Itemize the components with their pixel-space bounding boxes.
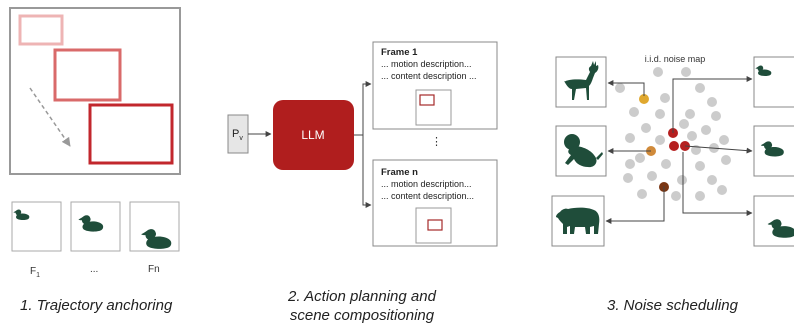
frame-1-content: ... content description ... (381, 71, 477, 81)
noise-dot (655, 109, 665, 119)
noise-dot (615, 83, 625, 93)
noise-dot (681, 67, 691, 77)
noise-dot (661, 159, 671, 169)
anchor-box-2 (53, 48, 122, 102)
frame-1-bbox (419, 94, 435, 106)
noise-dot (653, 67, 663, 77)
noise-dot (711, 111, 721, 121)
deer-icon (564, 61, 599, 100)
noise-dot (635, 153, 645, 163)
noise-dot (671, 191, 681, 201)
noise-dot (647, 171, 657, 181)
llm-branch-line-n (362, 135, 372, 208)
llm-block (273, 100, 354, 170)
noise-dot (695, 83, 705, 93)
frame-n-content: ... content description... (381, 191, 474, 201)
noise-dot (625, 159, 635, 169)
llm-branch-line (354, 81, 372, 136)
anchor-box-3 (88, 103, 174, 165)
panel-trajectory-anchoring: F1 ... Fn 1. Trajectory anchoring (9, 7, 181, 314)
caption-action-planning-1: 2. Action planning and (287, 288, 437, 305)
panel-action-planning: Pv LLM Frame 1 ... motion description...… (227, 41, 498, 324)
frame-n-title: Frame n (381, 167, 418, 178)
noise-dot (721, 155, 731, 165)
noise-dot (637, 189, 647, 199)
prompt-input-label: Pv (232, 128, 243, 142)
frame-n-bbox (427, 219, 443, 231)
frame-label-f1: F1 (30, 266, 40, 279)
frame-thumb-1 (11, 201, 62, 252)
noise-dot (707, 97, 717, 107)
frame-1-title: Frame 1 (381, 47, 418, 58)
noise-dot-duck (669, 141, 679, 151)
frame-n-canvas (415, 207, 452, 244)
noise-dot (719, 135, 729, 145)
panel-noise-scheduling: i.i.d. noise map (551, 54, 794, 314)
anchor-box-1 (18, 14, 64, 46)
noise-dot (695, 161, 705, 171)
bear-icon (556, 207, 600, 234)
llm-label: LLM (301, 128, 324, 142)
duck-box-1 (753, 56, 794, 108)
noise-dot (695, 191, 705, 201)
noise-dot (655, 135, 665, 145)
frame-label-ellipsis: ... (90, 264, 98, 275)
noise-dot (641, 123, 651, 133)
noise-map-title: i.i.d. noise map (645, 54, 706, 64)
noise-dot (701, 125, 711, 135)
noise-dot (685, 109, 695, 119)
frame-1-motion: ... motion description... (381, 59, 472, 69)
noise-connectors (605, 76, 753, 224)
caption-action-planning-2: scene compositioning (290, 307, 435, 324)
noise-dot (707, 175, 717, 185)
frame-n-motion: ... motion description... (381, 179, 472, 189)
noise-dot (717, 185, 727, 195)
frame-label-fn: Fn (148, 264, 160, 275)
caption-noise-scheduling: 3. Noise scheduling (607, 297, 739, 314)
trajectory-frame (9, 7, 181, 175)
noise-dot-deer (639, 94, 649, 104)
noise-dot (629, 107, 639, 117)
noise-dot (660, 93, 670, 103)
noise-dot (679, 119, 689, 129)
frames-ellipsis: ⋮ (431, 136, 442, 148)
trajectory-arrow (29, 87, 71, 147)
sloth-icon (564, 134, 603, 168)
noise-dot (625, 133, 635, 143)
noise-dot (687, 131, 697, 141)
caption-trajectory-anchoring: 1. Trajectory anchoring (20, 297, 173, 314)
noise-dot (623, 173, 633, 183)
noise-dot (677, 175, 687, 185)
